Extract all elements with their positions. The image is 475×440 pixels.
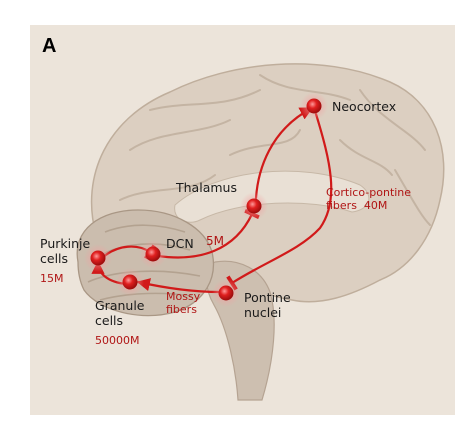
dcn-thalamus-count: 5M (206, 234, 224, 248)
purkinje-count: 15M (40, 272, 64, 285)
panel-letter: A (42, 35, 57, 57)
thalamo-cortical-path (254, 106, 314, 200)
neocortex-label: Neocortex (332, 99, 397, 114)
cortico-pontine-label: Cortico-pontine fibers 40M (326, 186, 412, 213)
pontine-label: Pontine nuclei (244, 290, 291, 320)
purkinje-label: Purkinje cells (40, 236, 91, 266)
pathway-arrows (91, 106, 333, 294)
dcn-node (145, 246, 161, 262)
thalamus-label: Thalamus (176, 180, 237, 195)
brainstem-shape (206, 260, 275, 401)
cortico-pontine-path (226, 112, 333, 291)
circuit-nodes (84, 92, 328, 307)
mossy-fibers-label: Mossy fibers (166, 290, 201, 317)
dcn-label: DCN (166, 236, 194, 251)
corpus-callosum (174, 170, 370, 223)
neocortex-node (306, 98, 322, 114)
thalamus-node (246, 198, 262, 214)
pontine-node (218, 285, 234, 301)
purkinje-node (90, 250, 106, 266)
dcn-thalamus-path (156, 208, 260, 259)
gyri-lines (119, 74, 431, 226)
granule-label: Granule cells (95, 298, 145, 328)
granule-node (122, 274, 138, 290)
granule-count: 50000M (95, 334, 140, 347)
